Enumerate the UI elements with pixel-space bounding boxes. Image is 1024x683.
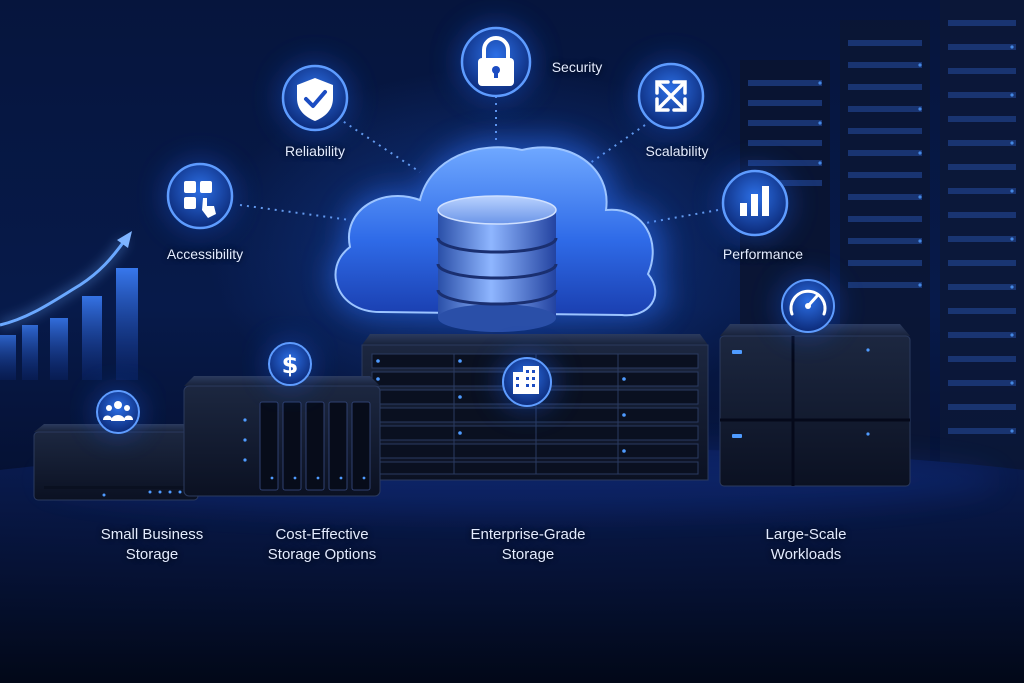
- cost-effective-label: Cost-Effective Storage Options: [232, 525, 412, 565]
- cost-effective-label-line1: Cost-Effective: [275, 526, 369, 543]
- enterprise-label: Enterprise-Grade Storage: [438, 525, 618, 565]
- cost-effective-nas-device: [183, 376, 381, 497]
- large-scale-label-line1: Large-Scale: [765, 526, 847, 543]
- lock-icon: [478, 36, 514, 86]
- security-label: Security: [551, 59, 603, 75]
- large-scale-storage-cube: [719, 324, 911, 487]
- background-server-racks: [740, 0, 1024, 470]
- small-business-label-line2: Storage: [125, 546, 179, 563]
- growth-chart-decoration: [0, 231, 138, 380]
- scalability-badge: [635, 60, 707, 132]
- expand-arrows-icon: [655, 80, 687, 112]
- cost-effective-label-line2: Storage Options: [267, 546, 377, 563]
- dollar-icon: $: [282, 351, 299, 379]
- touch-grid-icon: [184, 181, 216, 218]
- performance-badge: [719, 167, 791, 239]
- small-business-label: Small Business Storage: [62, 525, 242, 565]
- shield-check-icon: [297, 78, 333, 121]
- accessibility-label: Accessibility: [166, 246, 244, 262]
- bar-chart-icon: [740, 186, 769, 216]
- large-scale-label-line2: Workloads: [770, 546, 842, 563]
- cost-effective-badge: $: [266, 340, 314, 388]
- small-business-badge: [94, 388, 142, 436]
- reliability-label: Reliability: [285, 143, 345, 159]
- enterprise-badge: [499, 354, 555, 410]
- accessibility-badge: [164, 160, 236, 232]
- enterprise-label-line2: Storage: [501, 546, 555, 563]
- small-business-label-line1: Small Business: [100, 526, 204, 543]
- database-icon: [436, 195, 558, 332]
- feature-connectors: [239, 96, 719, 225]
- building-icon: [513, 366, 539, 394]
- users-icon: [103, 401, 133, 421]
- enterprise-label-line1: Enterprise-Grade: [470, 526, 586, 543]
- large-scale-badge: [778, 276, 838, 336]
- scalability-label: Scalability: [645, 143, 709, 159]
- reliability-badge: [279, 62, 351, 134]
- large-scale-label: Large-Scale Workloads: [716, 525, 896, 565]
- security-badge: [458, 24, 534, 100]
- performance-label: Performance: [722, 246, 804, 262]
